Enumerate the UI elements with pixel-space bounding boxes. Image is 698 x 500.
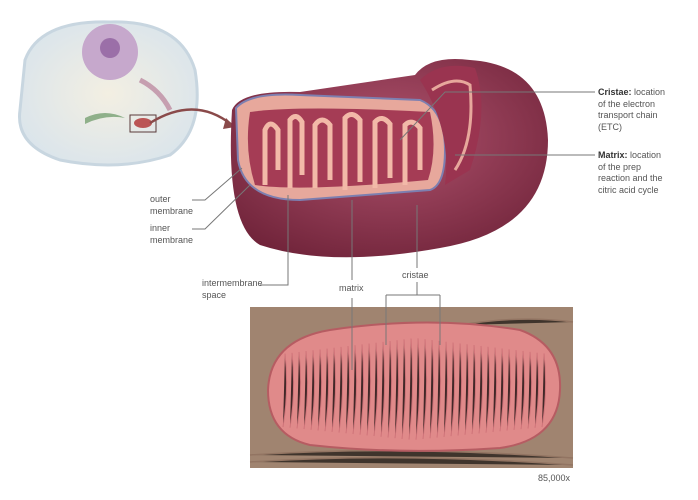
cristae-title: Cristae: — [598, 87, 632, 97]
cristae-label: cristae — [402, 270, 429, 280]
crista-texture — [520, 350, 526, 430]
label-line: membrane — [150, 205, 194, 216]
label-line: inner — [150, 223, 171, 233]
crista-texture — [282, 353, 288, 428]
crista-texture — [513, 350, 519, 430]
crista-texture — [415, 338, 421, 440]
cristae-desc: transport chain — [598, 110, 658, 120]
matrix-desc: reaction and the — [598, 173, 663, 183]
crista-texture — [373, 342, 379, 437]
crista-texture — [359, 344, 365, 435]
crista-texture — [471, 345, 477, 435]
matrix-title: Matrix: — [598, 150, 628, 160]
matrix-label: matrix — [339, 283, 364, 293]
label-line: space — [202, 289, 227, 300]
crista-texture — [422, 339, 428, 440]
crista-texture — [464, 344, 470, 435]
crista-texture — [478, 345, 484, 434]
crista-texture — [331, 347, 337, 432]
crista-texture — [492, 347, 498, 433]
leader-lines — [192, 91, 595, 370]
intermembrane-space-label: intermembrane space — [202, 278, 263, 301]
animal-cell-illustration — [18, 20, 199, 167]
matrix-desc: location — [627, 150, 662, 160]
mitochondrion-3d — [230, 59, 549, 258]
crista-texture — [310, 350, 316, 430]
inner-membrane-label: inner membrane — [150, 223, 193, 246]
crista-texture — [380, 341, 386, 437]
crista-texture — [506, 349, 512, 431]
crista-texture — [366, 343, 372, 436]
cristae-desc: of the electron — [598, 98, 656, 109]
label-line: intermembrane — [202, 278, 263, 288]
crista-texture — [317, 349, 323, 431]
crista-texture — [324, 348, 330, 432]
crista-texture — [296, 351, 302, 429]
crista-texture — [401, 339, 407, 439]
crista-texture — [338, 346, 344, 433]
label-line: membrane — [150, 234, 194, 245]
label-line: outer — [150, 194, 171, 204]
zoom-arrow — [149, 108, 233, 126]
crista-texture — [408, 338, 414, 440]
matrix-description: Matrix: location of the prep reaction an… — [598, 150, 663, 196]
crista-texture — [541, 353, 547, 428]
crista-texture — [387, 340, 393, 438]
electron-micrograph — [249, 307, 574, 468]
magnification-label: 85,000x — [538, 473, 571, 483]
crista-texture — [527, 351, 533, 429]
crista-texture — [394, 340, 400, 439]
crista-texture — [534, 352, 540, 428]
crista-texture — [436, 340, 442, 438]
crista-texture — [429, 340, 435, 439]
crista-texture — [450, 342, 456, 437]
cristae-desc: location — [631, 87, 666, 97]
crista-texture — [352, 345, 358, 435]
cristae-desc: (ETC) — [598, 121, 622, 132]
cristae-description: Cristae: location of the electron transp… — [598, 87, 665, 133]
crista-texture — [485, 346, 491, 433]
crista-texture — [443, 341, 449, 437]
outer-membrane-label: outer membrane — [150, 194, 193, 217]
crista-texture — [457, 343, 463, 436]
crista-texture — [499, 348, 505, 432]
crista-texture — [345, 345, 351, 434]
crista-texture — [303, 351, 309, 430]
crista-texture — [289, 352, 295, 428]
matrix-desc: of the prep — [598, 161, 642, 172]
matrix-desc: citric acid cycle — [598, 184, 659, 195]
